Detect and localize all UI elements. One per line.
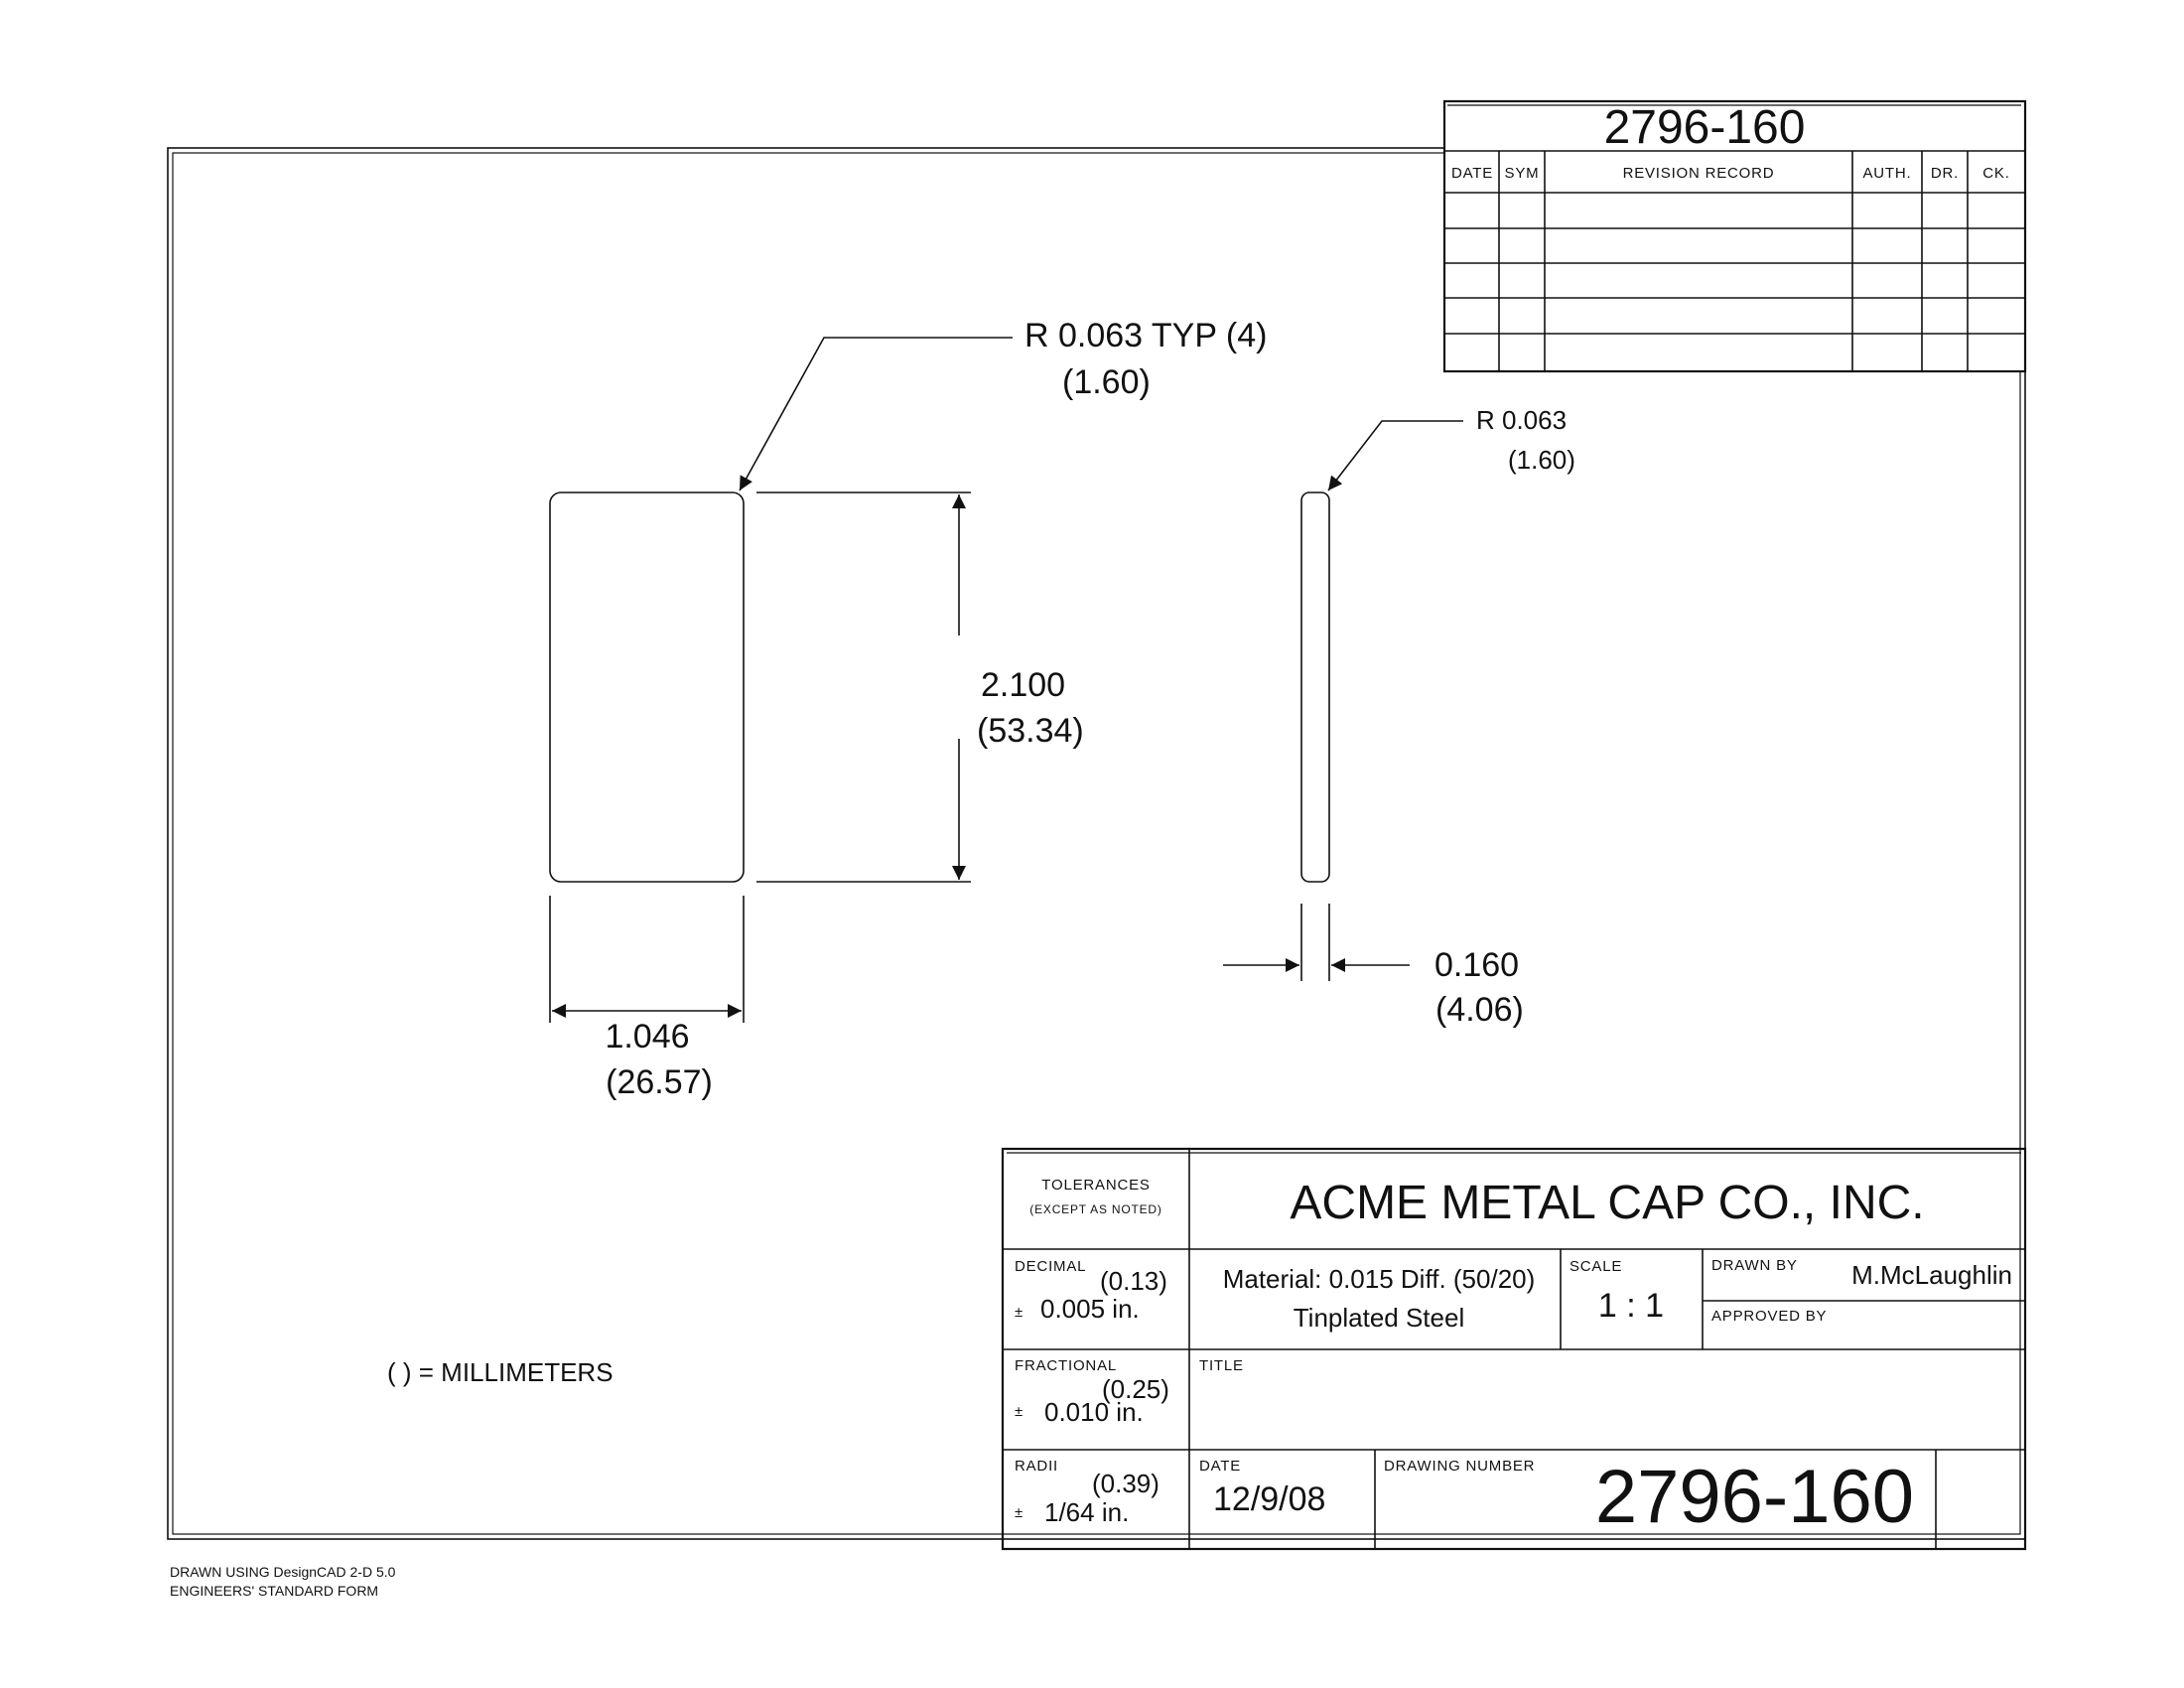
company-name: ACME METAL CAP CO., INC.	[1290, 1177, 1924, 1229]
thickness-label: 0.160	[1434, 946, 1519, 984]
rev-header-sym: SYM	[1505, 165, 1540, 182]
drawing-number-value: 2796-160	[1595, 1455, 1914, 1539]
width-mm-label: (26.57)	[606, 1063, 713, 1101]
height-label: 2.100	[981, 666, 1065, 704]
height-mm-label: (53.34)	[977, 712, 1084, 750]
footer-software: DRAWN USING DesignCAD 2-D 5.0	[170, 1564, 396, 1580]
decimal-label: DECIMAL	[1015, 1258, 1086, 1275]
revision-part-number: 2796-160	[1604, 101, 1806, 154]
material-line-1: Material: 0.015 Diff. (50/20)	[1223, 1264, 1536, 1294]
revision-block: 2796-160 DATE SYM REVISION RECORD AUTH. …	[1442, 99, 2027, 373]
drawn-by-value: M.McLaughlin	[1851, 1260, 2012, 1290]
fractional-mm: (0.25)	[1102, 1374, 1169, 1404]
date-value: 12/9/08	[1213, 1480, 1325, 1518]
date-label: DATE	[1199, 1458, 1241, 1475]
radius-leader-front	[739, 337, 1013, 492]
part-outline-side	[1300, 492, 1330, 883]
material-line-2: Tinplated Steel	[1294, 1303, 1464, 1333]
footer-form: ENGINEERS' STANDARD FORM	[170, 1583, 378, 1599]
sheet-border	[167, 147, 2026, 1540]
fractional-value: 0.010 in.	[1044, 1397, 1144, 1427]
thickness-mm-label: (4.06)	[1435, 991, 1524, 1029]
decimal-plus-minus: ±	[1015, 1304, 1024, 1321]
decimal-value: 0.005 in.	[1040, 1294, 1140, 1324]
fractional-plus-minus: ±	[1015, 1403, 1024, 1420]
approved-by-label: APPROVED BY	[1711, 1308, 1827, 1325]
drawn-by-label: DRAWN BY	[1711, 1257, 1798, 1274]
rev-header-record: REVISION RECORD	[1623, 165, 1775, 182]
side-view: R 0.063 (1.60) 0.160 (4.06)	[1223, 405, 1575, 1029]
front-view: R 0.063 TYP (4) (1.60) 2.100 (53.34) 1.0…	[549, 317, 1267, 1101]
drawing-number-label: DRAWING NUMBER	[1384, 1458, 1535, 1475]
radius-leader-side	[1327, 420, 1463, 492]
title-block: TOLERANCES (EXCEPT AS NOTED) ACME METAL …	[1001, 1147, 2027, 1551]
radii-value: 1/64 in.	[1044, 1497, 1129, 1527]
width-label: 1.046	[605, 1018, 689, 1055]
radii-plus-minus: ±	[1015, 1504, 1024, 1521]
rev-header-date: DATE	[1451, 165, 1493, 182]
rev-header-dr: DR.	[1931, 165, 1959, 182]
decimal-mm: (0.13)	[1100, 1266, 1167, 1296]
title-label: TITLE	[1199, 1357, 1244, 1374]
front-radius-mm-label: (1.60)	[1062, 363, 1151, 401]
radii-mm: (0.39)	[1092, 1469, 1160, 1498]
units-note: ( ) = MILLIMETERS	[387, 1357, 614, 1387]
tolerances-label: TOLERANCES	[1041, 1177, 1150, 1194]
side-radius-mm-label: (1.60)	[1508, 445, 1575, 475]
rev-header-auth: AUTH.	[1863, 165, 1912, 182]
radii-label: RADII	[1015, 1458, 1058, 1475]
scale-value: 1 : 1	[1598, 1287, 1664, 1325]
side-radius-label: R 0.063	[1476, 405, 1567, 435]
front-radius-label: R 0.063 TYP (4)	[1024, 317, 1267, 354]
part-outline-front	[549, 492, 745, 883]
fractional-label: FRACTIONAL	[1015, 1357, 1117, 1374]
scale-label: SCALE	[1570, 1258, 1622, 1275]
except-noted-label: (EXCEPT AS NOTED)	[1029, 1202, 1161, 1216]
rev-header-ck: CK.	[1982, 165, 2009, 182]
